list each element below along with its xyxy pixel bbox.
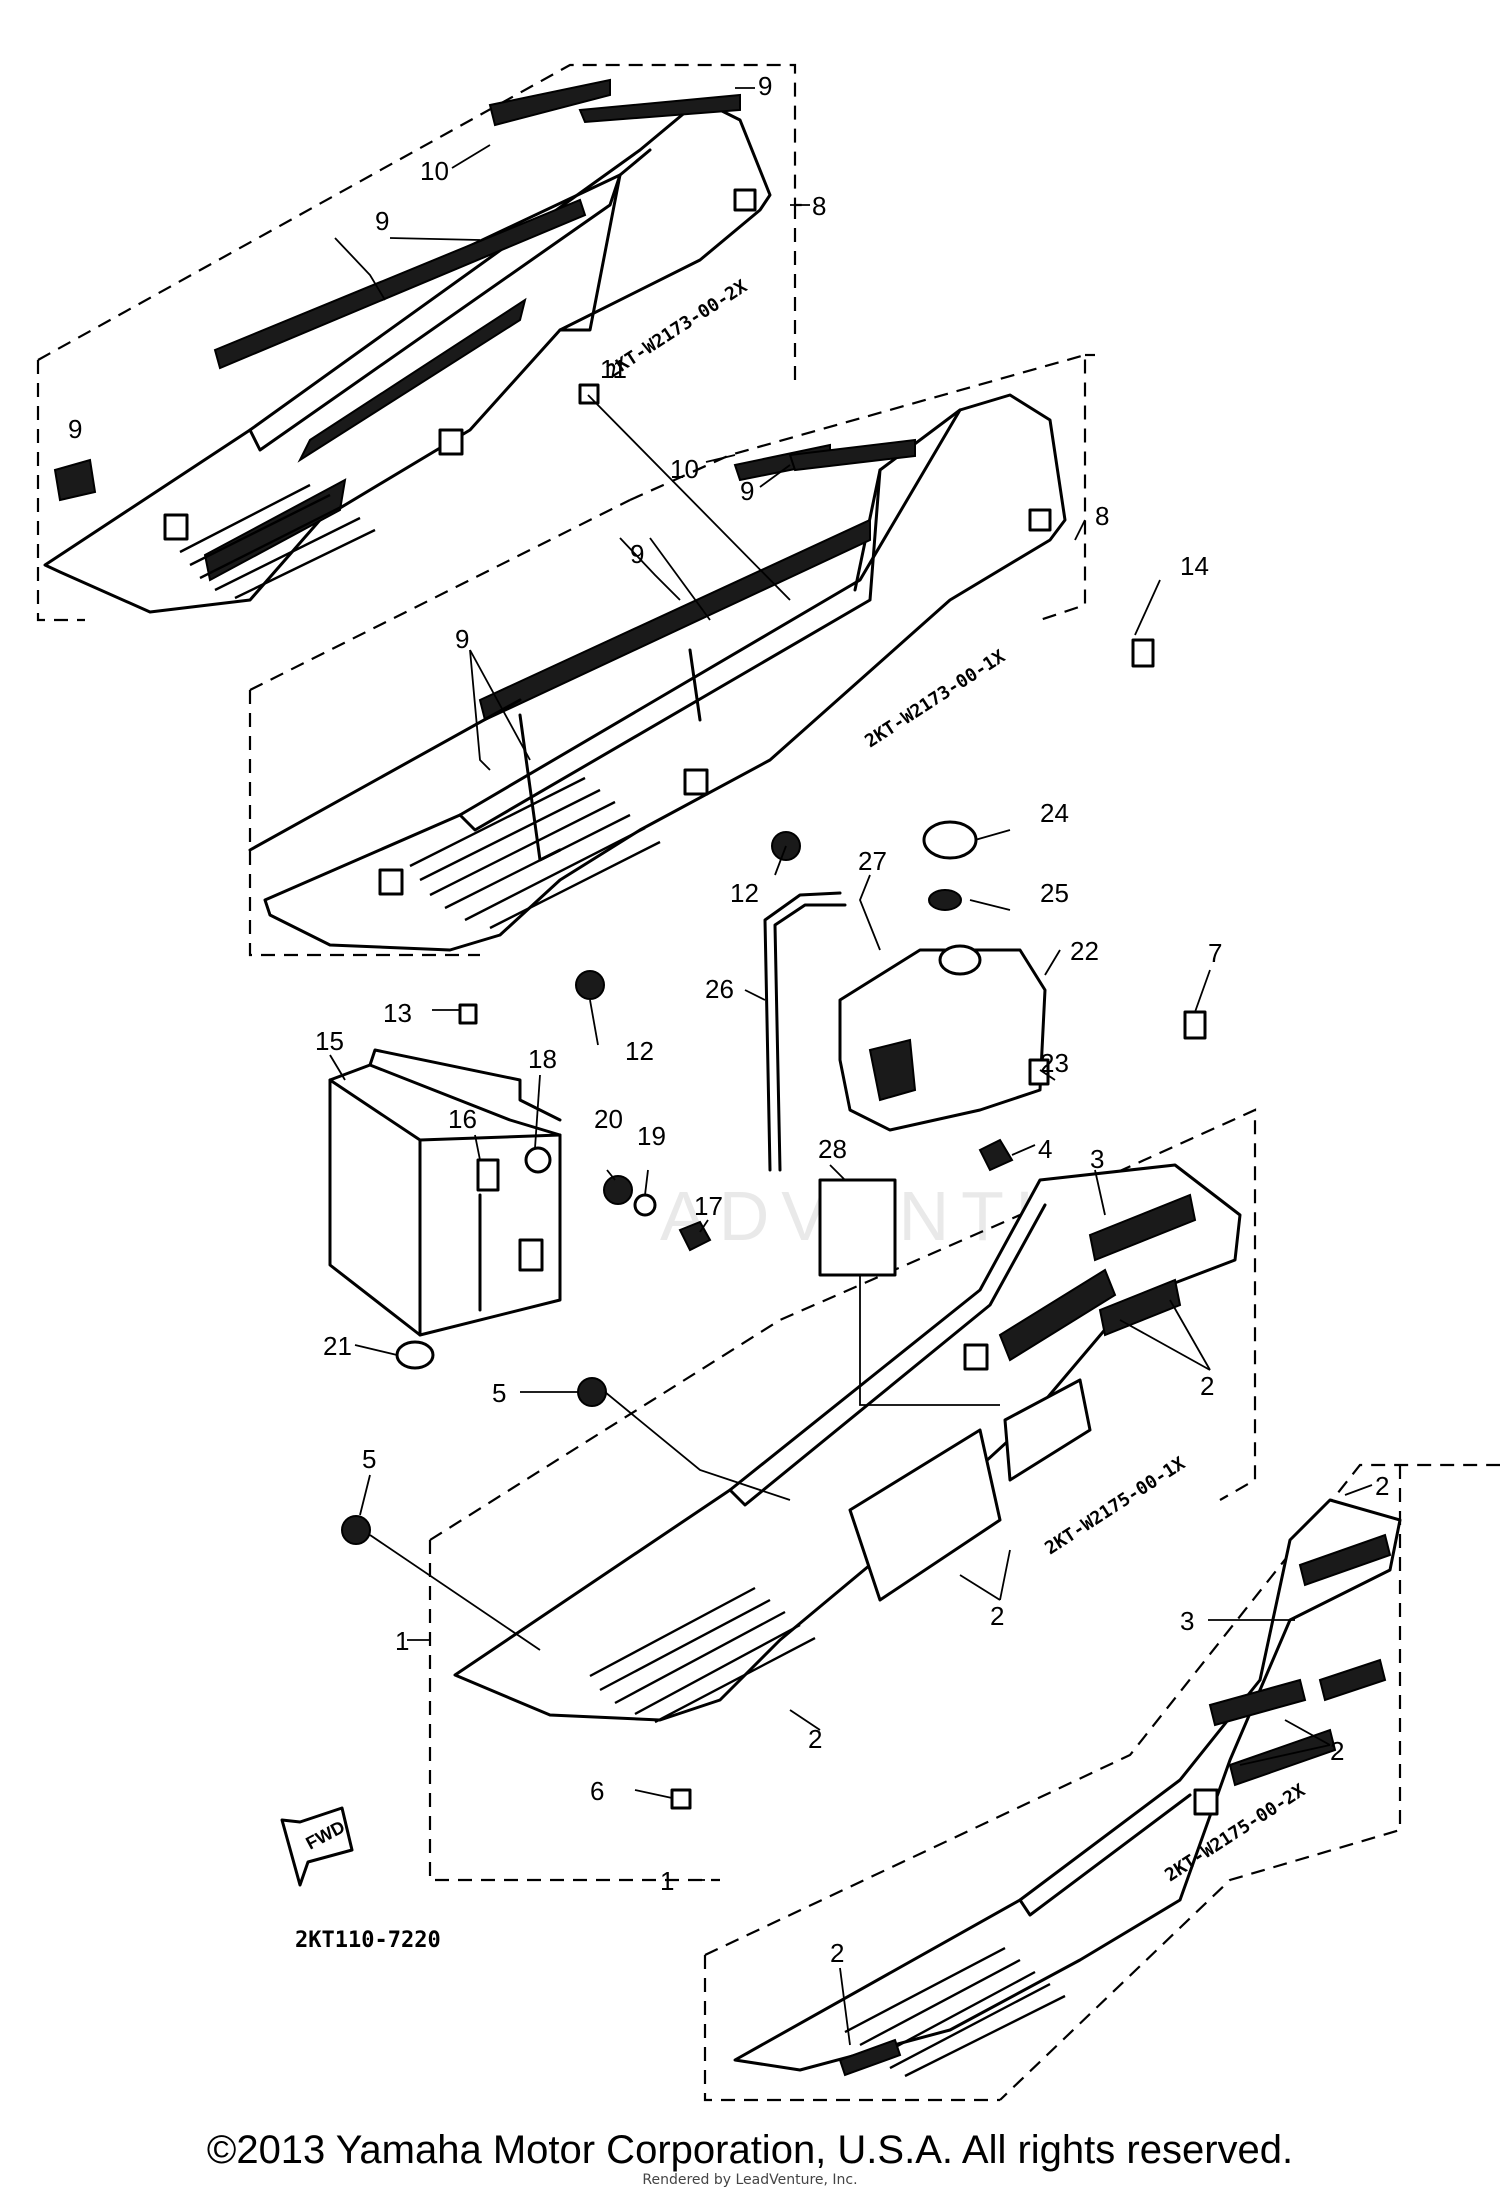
screw-11	[578, 383, 600, 405]
grommet-21	[395, 1340, 435, 1370]
callout-21: 21	[323, 1331, 352, 1361]
callout-15: 15	[315, 1026, 344, 1056]
label-28	[818, 1178, 897, 1277]
callout-28: 28	[818, 1134, 847, 1164]
callout-3: 3	[1090, 1144, 1104, 1174]
callout-9: 9	[375, 206, 389, 236]
callout-1: 1	[395, 1626, 409, 1656]
callout-19: 19	[637, 1121, 666, 1151]
clip-13	[458, 1003, 478, 1025]
fasteners-group	[395, 1158, 712, 1370]
callout-2: 2	[990, 1601, 1004, 1631]
forward-arrow: FWD	[280, 1806, 354, 1887]
copyright-notice: ©2013 Yamaha Motor Corporation, U.S.A. A…	[206, 2128, 1294, 2172]
side-cover-lower-right	[453, 1163, 1242, 1724]
part-code-lower-right: 2KT-W2175-00-1X	[1041, 1453, 1189, 1559]
hose-26	[763, 891, 842, 1172]
callout-18: 18	[528, 1044, 557, 1074]
callout-3: 3	[1180, 1606, 1194, 1636]
callout-8: 8	[1095, 501, 1109, 531]
cap-24	[922, 820, 978, 860]
callout-16: 16	[448, 1104, 477, 1134]
callout-12: 12	[730, 878, 759, 908]
nut-12b	[575, 970, 605, 1000]
callout-9: 9	[68, 414, 82, 444]
packing-25	[928, 889, 962, 911]
leader-lines	[329, 87, 1373, 2046]
callout-4: 4	[1038, 1134, 1052, 1164]
callout-7: 7	[1208, 938, 1222, 968]
callout-labels: 9 10 8 9 9 11 10 9 8 14 9 9 24 27 25 12 …	[68, 71, 1389, 1968]
damper-20	[603, 1175, 633, 1205]
callout-6: 6	[590, 1776, 604, 1806]
callout-9: 9	[758, 71, 772, 101]
callout-9: 9	[455, 624, 469, 654]
callout-11: 11	[600, 354, 627, 384]
callout-2: 2	[1330, 1736, 1344, 1766]
nut-7	[1183, 1010, 1207, 1040]
callout-27: 27	[858, 846, 887, 876]
callout-5: 5	[492, 1378, 506, 1408]
nut-6	[670, 1788, 692, 1810]
nut-5a	[577, 1377, 607, 1407]
callout-22: 22	[1070, 936, 1099, 966]
bracket-16	[476, 1158, 500, 1192]
callout-17: 17	[694, 1191, 723, 1221]
callout-12: 12	[625, 1036, 654, 1066]
callout-26: 26	[705, 974, 734, 1004]
callout-2: 2	[830, 1938, 844, 1968]
nut-5b	[341, 1515, 371, 1545]
callout-23: 23	[1040, 1048, 1069, 1078]
callout-1: 1	[660, 1866, 674, 1896]
callout-2: 2	[1375, 1471, 1389, 1501]
callout-20: 20	[594, 1104, 623, 1134]
callout-25: 25	[1040, 878, 1069, 908]
callout-24: 24	[1040, 798, 1069, 828]
bolt-4	[978, 1138, 1014, 1172]
catalog-number: 2KT110-7220	[295, 1928, 441, 1953]
callout-2: 2	[1200, 1371, 1214, 1401]
callout-14: 14	[1180, 551, 1209, 581]
callout-10: 10	[420, 156, 449, 186]
callout-10: 10	[670, 454, 699, 484]
callout-2: 2	[808, 1724, 822, 1754]
side-cover-upper-left	[43, 78, 772, 614]
part-code-upper-right: 2KT-W2173-00-1X	[861, 646, 1009, 752]
nut-14	[1131, 638, 1155, 668]
callout-9: 9	[630, 539, 644, 569]
loose-parts	[341, 383, 1207, 1810]
side-cover-upper-right	[248, 393, 1067, 952]
callout-5: 5	[362, 1444, 376, 1474]
callout-9: 9	[740, 476, 754, 506]
side-cover-lower-left	[733, 1498, 1402, 2078]
battery-box	[328, 1048, 562, 1337]
callout-8: 8	[812, 191, 826, 221]
rendered-by-credit: Rendered by LeadVenture, Inc.	[642, 2172, 858, 2188]
screw-23	[1028, 1058, 1050, 1086]
callout-13: 13	[383, 998, 412, 1028]
collar-19	[633, 1193, 657, 1217]
